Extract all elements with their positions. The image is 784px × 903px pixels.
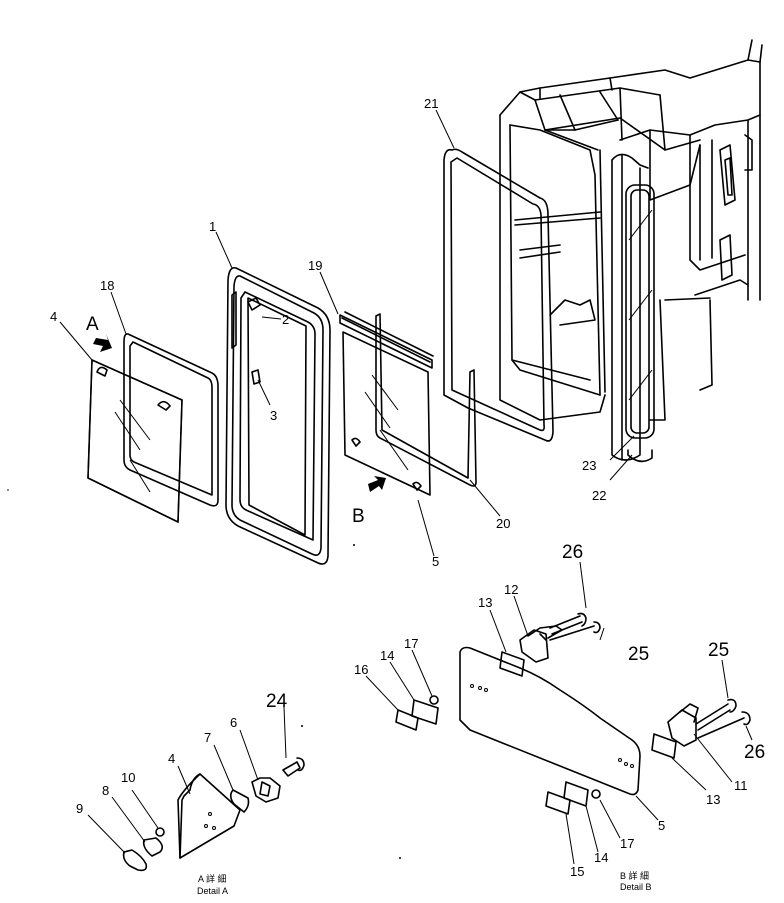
detail-b-callout-26-right: 26 bbox=[744, 742, 765, 763]
callout-23: 23 bbox=[582, 458, 596, 473]
cab-frame bbox=[499, 39, 763, 461]
detail-b-callout-26-top: 26 bbox=[562, 542, 583, 563]
seal-18 bbox=[123, 333, 219, 507]
callout-5: 5 bbox=[432, 554, 439, 569]
seal-23 bbox=[625, 184, 655, 439]
glass-4 bbox=[87, 358, 183, 524]
view-b-label: B bbox=[352, 506, 365, 527]
window-frame-1 bbox=[225, 266, 331, 565]
view-a-label: A bbox=[86, 314, 99, 335]
detail-b-cjk: B 詳 細 bbox=[620, 870, 649, 881]
callout-4: 4 bbox=[50, 309, 57, 324]
detail-b-callout-25-left: 25 bbox=[628, 644, 649, 665]
detail-b: 26 25 25 26 12 13 13 11 5 17 17 14 14 16… bbox=[354, 542, 765, 892]
detail-b-callout-11: 11 bbox=[734, 778, 748, 793]
strip-19 bbox=[339, 311, 434, 369]
detail-b-callout-5: 5 bbox=[658, 818, 665, 833]
glass-5 bbox=[342, 331, 431, 496]
detail-a-cjk: A 詳 細 bbox=[198, 873, 227, 884]
seal-20 bbox=[375, 313, 477, 487]
detail-a-callout-4: 4 bbox=[168, 751, 175, 766]
detail-a-callout-6: 6 bbox=[230, 715, 237, 730]
detail-a-callout-24: 24 bbox=[266, 691, 288, 712]
callout-19: 19 bbox=[308, 258, 322, 273]
detail-b-callout-17-top: 17 bbox=[404, 636, 418, 651]
detail-a-callout-8: 8 bbox=[102, 783, 109, 798]
callout-18: 18 bbox=[100, 278, 114, 293]
detail-a-callout-7: 7 bbox=[204, 730, 211, 745]
detail-a-callout-9: 9 bbox=[76, 801, 83, 816]
detail-b-caption: Detail B bbox=[620, 882, 652, 892]
callout-2: 2 bbox=[282, 312, 289, 327]
callout-20: 20 bbox=[496, 516, 510, 531]
detail-b-callout-25-right: 25 bbox=[708, 640, 729, 661]
detail-a-callout-10: 10 bbox=[121, 770, 135, 785]
detail-b-callout-13-right: 13 bbox=[706, 792, 720, 807]
door-seal-21 bbox=[443, 148, 554, 442]
view-a-arrow bbox=[93, 334, 112, 352]
detail-a: 24 4 6 7 8 9 10 A 詳 細 Detail A bbox=[76, 691, 305, 896]
callout-21: 21 bbox=[424, 96, 438, 111]
detail-b-callout-14-top: 14 bbox=[380, 648, 394, 663]
detail-b-callout-16: 16 bbox=[354, 662, 368, 677]
detail-b-callout-12: 12 bbox=[504, 582, 518, 597]
detail-b-callout-13-top: 13 bbox=[478, 595, 492, 610]
callout-3: 3 bbox=[270, 408, 277, 423]
detail-b-callout-14-bottom: 14 bbox=[594, 850, 608, 865]
view-b-arrow bbox=[368, 476, 386, 492]
callout-22: 22 bbox=[592, 488, 606, 503]
detail-b-callout-17-bottom: 17 bbox=[620, 836, 634, 851]
detail-a-caption: Detail A bbox=[197, 886, 228, 896]
detail-b-callout-15: 15 bbox=[570, 864, 584, 879]
callout-1: 1 bbox=[209, 219, 216, 234]
